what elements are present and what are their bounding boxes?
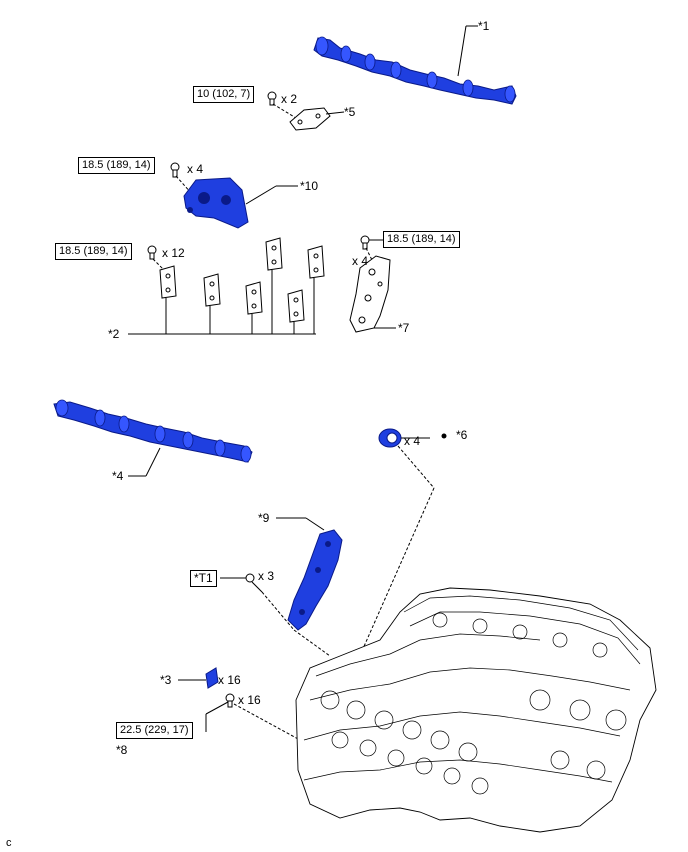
qty-bolt2: x 12 (162, 246, 185, 260)
qty-boltT1: x 3 (258, 569, 275, 583)
bearing-caps-2 (159, 237, 325, 323)
callout-10: *10 (300, 179, 319, 193)
bolt-10nm (267, 91, 277, 106)
bolt-18nm-10 (170, 162, 180, 178)
torque-box-2: 18.5 (189, 14) (55, 243, 132, 260)
callout-8: *8 (116, 743, 128, 757)
cylinder-head (295, 587, 657, 833)
callout-6: *6 (456, 428, 468, 442)
torque-box-t1: *T1 (190, 570, 217, 587)
seal-6 (378, 428, 402, 448)
part-3 (205, 667, 219, 689)
qty-bolt10: x 4 (187, 162, 204, 176)
bolt-18nm-7 (360, 235, 370, 250)
torque-box-5: 10 (102, 7) (193, 86, 255, 103)
callout-9: *9 (258, 511, 270, 525)
bearing-cap-10 (183, 177, 249, 229)
qty-bolt8: x 16 (238, 693, 261, 707)
torque-box-7: 18.5 (189, 14) (383, 231, 460, 248)
qty-part3: x 16 (218, 673, 241, 687)
corner-code: c (6, 837, 12, 849)
callout-2: *2 (108, 327, 120, 341)
camshaft-4 (53, 399, 253, 463)
callout-7: *7 (398, 321, 410, 335)
housing-9 (287, 529, 343, 631)
callout-1: *1 (478, 19, 490, 33)
torque-box-10: 18.5 (189, 14) (78, 157, 155, 174)
torque-box-8: 22.5 (229, 17) (116, 722, 193, 739)
callout-3: *3 (160, 673, 172, 687)
callout-4: *4 (112, 469, 124, 483)
housing-7 (349, 255, 391, 333)
camshaft-1 (313, 36, 517, 105)
qty-seal6: x 4 (404, 434, 421, 448)
qty-bolt7: x 4 (352, 254, 369, 268)
bolt-t1 (245, 573, 263, 593)
bolt-18nm-2 (147, 245, 157, 260)
bolt-22nm-8 (225, 693, 235, 708)
callout-5: *5 (344, 105, 356, 119)
bracket-5 (289, 107, 331, 131)
qty-bolt5: x 2 (281, 92, 298, 106)
